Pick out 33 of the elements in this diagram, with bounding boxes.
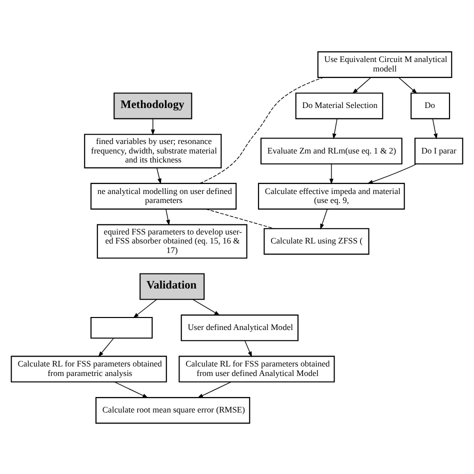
node-box: Calculate effective impeda and material (use eq. 9, xyxy=(258,182,405,210)
arrow xyxy=(398,76,418,94)
arrow xyxy=(244,340,252,357)
arrow xyxy=(320,208,328,230)
node-box: equired FSS parameters to develop user- ed FSS absorber obtained (eq. 15, 16 & 17) xyxy=(96,224,248,258)
node-box: Calculate RL using ZFSS ( xyxy=(264,228,370,254)
arrow xyxy=(329,163,334,184)
arrow xyxy=(156,166,162,184)
node-box: Evaluate Zm and RLm(use eq. 1 & 2) xyxy=(260,137,402,164)
node-box: Use Equivalent Circuit M analytical modell xyxy=(317,50,452,78)
node-box: Methodology xyxy=(114,92,192,119)
node-box xyxy=(90,316,153,338)
arrow xyxy=(166,208,170,226)
node-box: User defined Analytical Model xyxy=(180,314,299,341)
node-box: fined variables by user; resonance frequency, dwidth, substrate material and its thickness xyxy=(84,133,222,168)
arrow xyxy=(332,118,338,139)
arrow xyxy=(367,163,417,184)
connector xyxy=(206,208,274,228)
connector xyxy=(199,76,324,184)
node-box: Calculate RL for FSS parameters obtained from user defined Analytical Model xyxy=(178,355,335,382)
arrow xyxy=(133,298,158,318)
arrow xyxy=(352,76,372,94)
node-box: Calculate root mean square error (RMSE) xyxy=(95,396,250,424)
node-box: Do I parar xyxy=(414,137,464,164)
node-box: ne analytical modelling on user defined parameters xyxy=(90,182,237,210)
node-box: Validation xyxy=(140,272,205,300)
arrow xyxy=(150,118,155,135)
node-box: Do xyxy=(410,92,450,119)
arrow xyxy=(432,118,438,139)
node-box: Do Material Selection xyxy=(295,92,384,119)
arrow xyxy=(192,298,220,316)
node-box: Calculate RL for FSS parameters obtained from parametric analysis xyxy=(10,355,167,382)
arrow xyxy=(98,337,114,357)
